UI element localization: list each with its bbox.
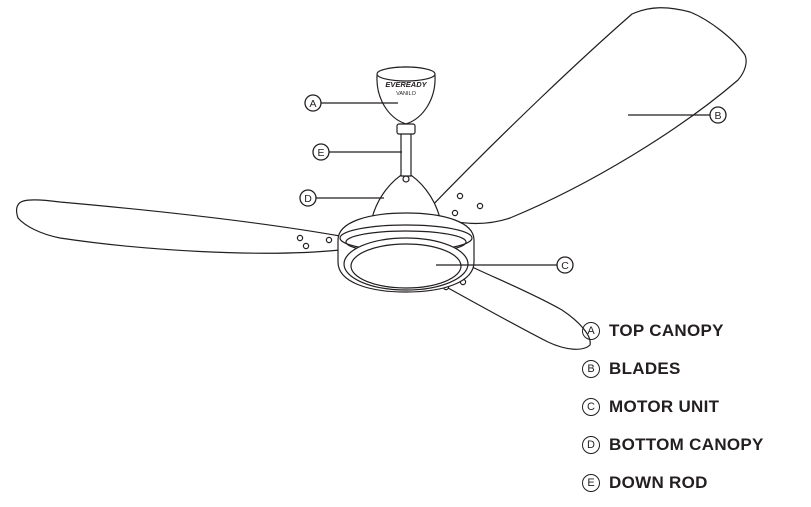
legend-label: BOTTOM CANOPY: [609, 435, 764, 454]
blade-right-hole: [456, 192, 464, 200]
legend-item-top-canopy: A TOP CANOPY: [582, 312, 808, 350]
legend-label: MOTOR UNIT: [609, 397, 720, 416]
legend-marker: C: [582, 398, 600, 416]
callout-marker-a: A: [304, 94, 322, 112]
callout-marker-e: E: [312, 143, 330, 161]
blade-right-hole: [451, 209, 459, 217]
callout-marker-d: D: [299, 189, 317, 207]
blade-left: [15, 199, 341, 254]
legend-marker: D: [582, 436, 600, 454]
legend-marker: B: [582, 360, 600, 378]
blade-right-hole: [476, 202, 484, 210]
brand-model: VANILO: [396, 91, 416, 97]
brand-name: EVEREADY: [385, 80, 427, 89]
callout-marker-b: B: [709, 106, 727, 124]
blade-right: [424, 7, 747, 225]
blade-left-hole: [296, 234, 304, 242]
legend-item-bottom-canopy: D BOTTOM CANOPY: [582, 426, 808, 464]
legend-marker: E: [582, 474, 600, 492]
callout-marker-c: C: [556, 256, 574, 274]
legend-label: TOP CANOPY: [609, 321, 724, 340]
top-canopy-rim: [376, 66, 436, 82]
svg-text:C: C: [561, 260, 569, 272]
svg-text:B: B: [714, 110, 721, 122]
legend-item-blades: B BLADES: [582, 350, 808, 388]
motor-lens-inner: [350, 243, 462, 289]
svg-text:A: A: [309, 98, 316, 110]
blade-left-hole: [302, 242, 310, 250]
canopy-screw: [402, 175, 410, 183]
legend-item-down-rod: E DOWN ROD: [582, 464, 808, 502]
down-rod: [400, 131, 412, 177]
blade-bottom: [429, 265, 591, 350]
down-rod-clamp: [396, 123, 416, 135]
parts-legend: A TOP CANOPY B BLADES C MOTOR UNIT D BOT…: [582, 312, 808, 502]
legend-label: BLADES: [609, 359, 681, 378]
svg-text:D: D: [304, 193, 312, 205]
svg-text:E: E: [317, 147, 324, 159]
blade-left-hole: [325, 236, 333, 244]
legend-marker: A: [582, 322, 600, 340]
legend-item-motor-unit: C MOTOR UNIT: [582, 388, 808, 426]
legend-label: DOWN ROD: [609, 473, 708, 492]
